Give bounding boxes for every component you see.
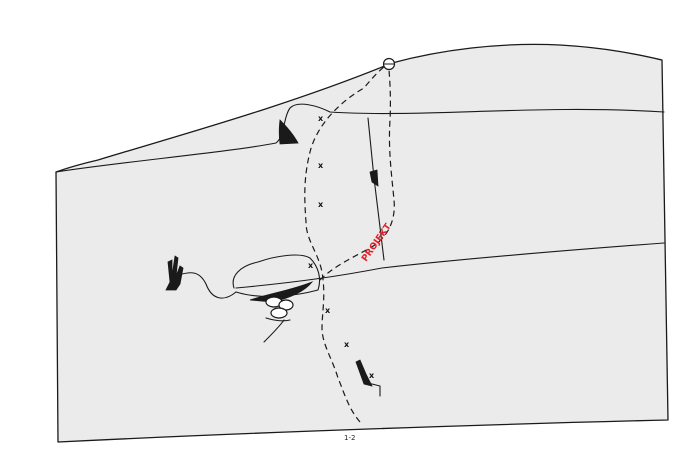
route-2-line [319, 69, 395, 281]
bolt-marker: x [308, 261, 314, 270]
crack-feature [369, 169, 379, 187]
bolt-marker: x [344, 340, 350, 349]
bottom-corner-line [363, 381, 381, 397]
bottom-dark-feature [355, 359, 373, 387]
bolt-marker: x [318, 114, 324, 123]
bolt-marker: x [318, 200, 324, 209]
boulder-base [263, 317, 291, 343]
left-hand-rock [165, 255, 184, 291]
route-numbers-caption: 1-2 [344, 434, 355, 442]
rock-face [55, 43, 669, 443]
left-wavy-edge [175, 272, 237, 299]
cave-shadow [249, 281, 314, 303]
bolt-marker: x [318, 161, 324, 170]
route-1-line [304, 65, 386, 423]
bolt-marker: x [369, 371, 375, 380]
upper-ledge-line [55, 103, 665, 173]
boulder-3 [270, 307, 288, 319]
middle-band-line [235, 242, 665, 289]
upper-ledge-shadow [278, 119, 299, 145]
bolt-marker: x [325, 306, 331, 315]
